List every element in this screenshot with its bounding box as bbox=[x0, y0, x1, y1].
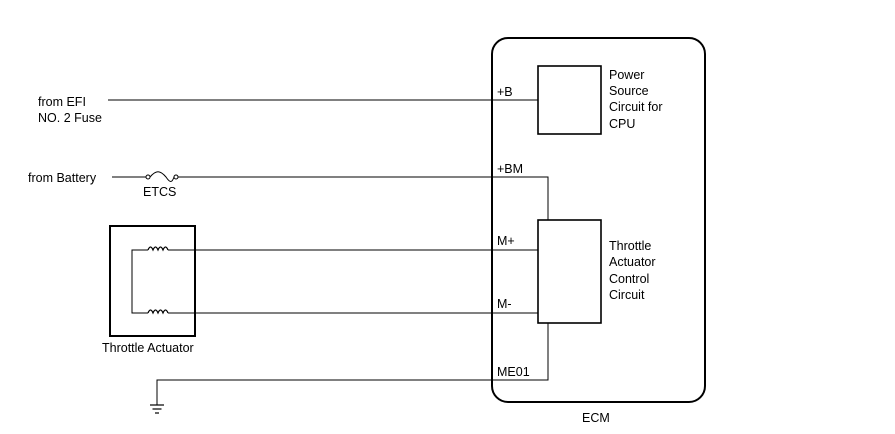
pin-label-m-minus: M- bbox=[497, 297, 512, 311]
ecm-enclosure bbox=[491, 37, 706, 403]
ecm-label: ECM bbox=[582, 411, 610, 425]
efi-label-line2: NO. 2 Fuse bbox=[38, 111, 102, 125]
coil-lower-icon bbox=[147, 309, 169, 315]
actuator-label: Throttle Actuator bbox=[102, 341, 194, 355]
power-source-block bbox=[537, 65, 602, 135]
coil-upper-icon bbox=[147, 246, 169, 252]
throttle-actuator-box bbox=[109, 225, 196, 337]
throttle-block-line: Throttle bbox=[609, 239, 651, 253]
etcs-fuse-symbol bbox=[145, 171, 179, 182]
power-block-line: Source bbox=[609, 84, 649, 98]
throttle-control-block bbox=[537, 219, 602, 324]
pin-label-b: +B bbox=[497, 85, 513, 99]
throttle-block-line: Control bbox=[609, 272, 649, 286]
pin-label-bm: +BM bbox=[497, 162, 523, 176]
fuse-label: ETCS bbox=[143, 185, 176, 199]
ground-icon bbox=[150, 404, 164, 414]
wire-me01 bbox=[156, 323, 549, 405]
efi-label-line1: from EFI bbox=[38, 95, 86, 109]
pin-label-m-plus: M+ bbox=[497, 234, 515, 248]
power-block-line: CPU bbox=[609, 117, 635, 131]
wire-bm bbox=[178, 176, 549, 220]
pin-label-me01: ME01 bbox=[497, 365, 530, 379]
actuator-inner-link bbox=[131, 249, 148, 314]
power-block-line: Power bbox=[609, 68, 644, 82]
throttle-block-line: Actuator bbox=[609, 255, 656, 269]
power-block-line: Circuit for bbox=[609, 100, 662, 114]
battery-label: from Battery bbox=[28, 171, 97, 185]
throttle-block-line: Circuit bbox=[609, 288, 645, 302]
